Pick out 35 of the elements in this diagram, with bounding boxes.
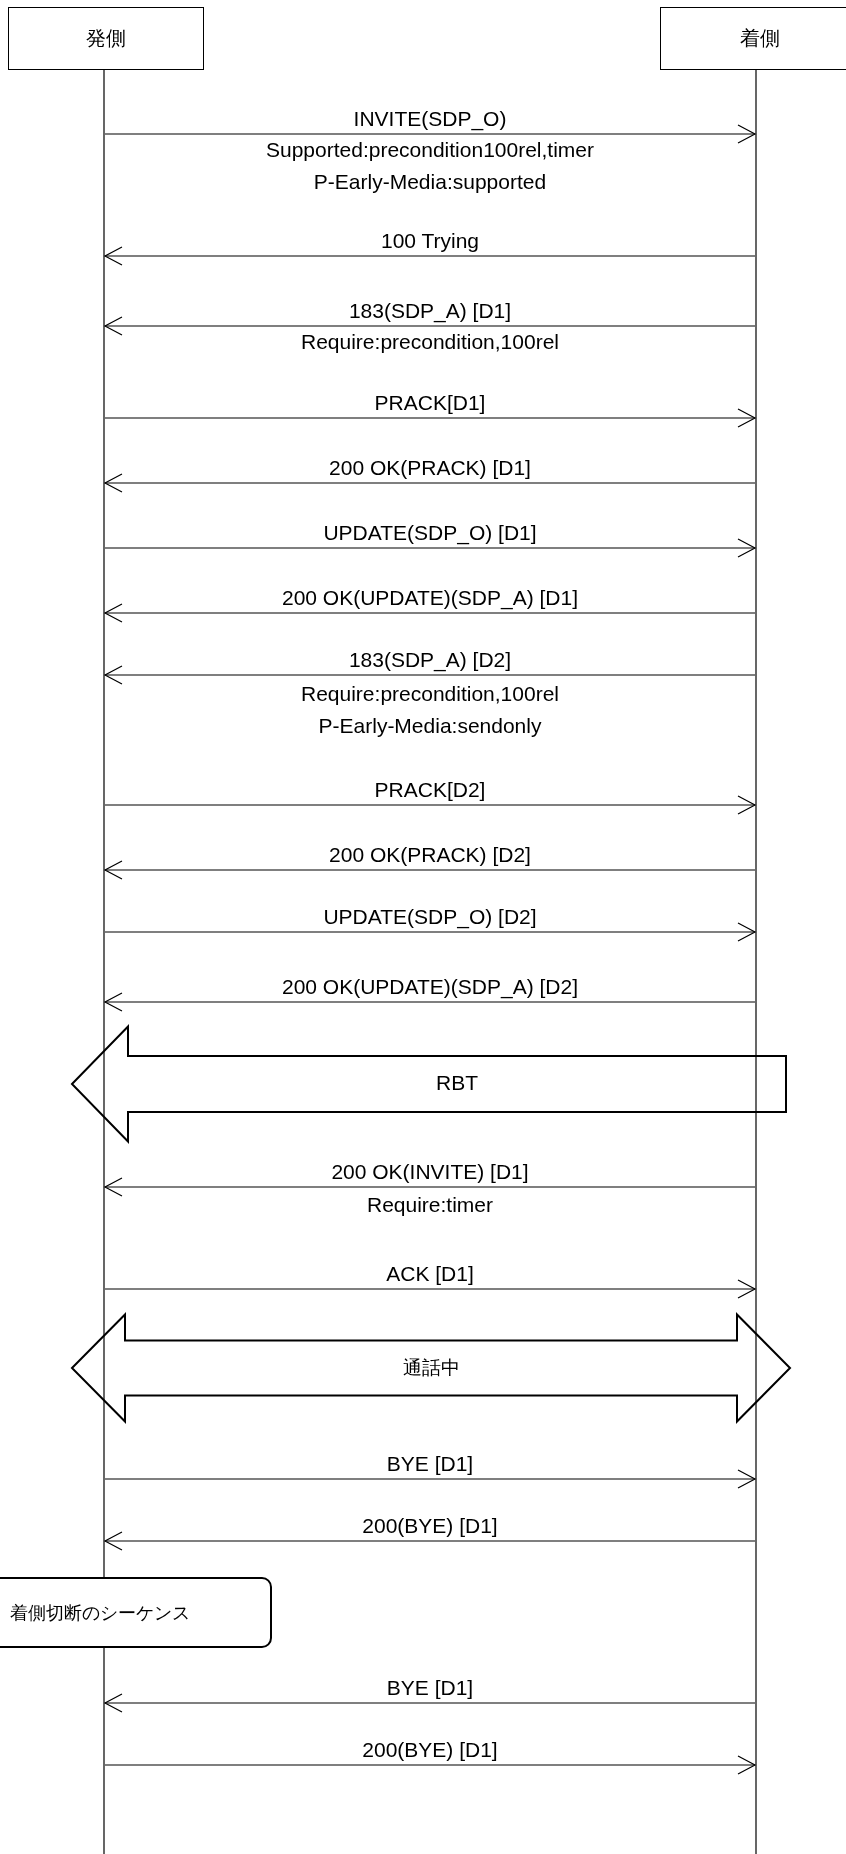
message-arrow <box>104 795 756 815</box>
message-arrow <box>104 316 756 336</box>
message-arrow <box>104 992 756 1012</box>
edge-label: 200 OK(PRACK) [D2] <box>327 844 533 866</box>
message-arrow <box>104 603 756 623</box>
message-arrow <box>104 246 756 266</box>
message-arrow <box>104 124 756 144</box>
edge-label: 200 OK(UPDATE)(SDP_A) [D2] <box>280 976 580 998</box>
message-arrow <box>104 860 756 880</box>
edge-label: 200 OK(INVITE) [D1] <box>329 1161 531 1183</box>
block-arrow <box>70 1024 787 1144</box>
message-arrow <box>104 538 756 558</box>
header-text: Supported:precondition100rel,timer <box>264 139 596 161</box>
header-text: Require:precondition,100rel <box>299 331 561 353</box>
header-text: Require:timer <box>365 1194 495 1216</box>
message-arrow <box>104 1279 756 1299</box>
edge-label: 200 OK(UPDATE)(SDP_A) [D1] <box>280 587 580 609</box>
participant-box: 発側 <box>8 7 204 70</box>
message-arrow <box>104 1693 756 1713</box>
header-text: Require:precondition,100rel <box>299 683 561 705</box>
message-arrow <box>104 408 756 428</box>
message-arrow <box>104 665 756 685</box>
message-arrow <box>104 1531 756 1551</box>
block-arrow <box>70 1312 792 1424</box>
note-box: 着側切断のシーケンス <box>0 1577 272 1648</box>
edge-label: 200 OK(PRACK) [D1] <box>327 457 533 479</box>
message-arrow <box>104 1177 756 1197</box>
edge-label: ACK [D1] <box>384 1263 476 1285</box>
message-arrow <box>104 922 756 942</box>
edge-label: 200(BYE) [D1] <box>360 1515 500 1537</box>
message-arrow <box>104 1755 756 1775</box>
message-arrow <box>104 1469 756 1489</box>
message-arrow <box>104 473 756 493</box>
edge-label: 200(BYE) [D1] <box>360 1739 500 1761</box>
participant-box: 着側 <box>660 7 846 70</box>
